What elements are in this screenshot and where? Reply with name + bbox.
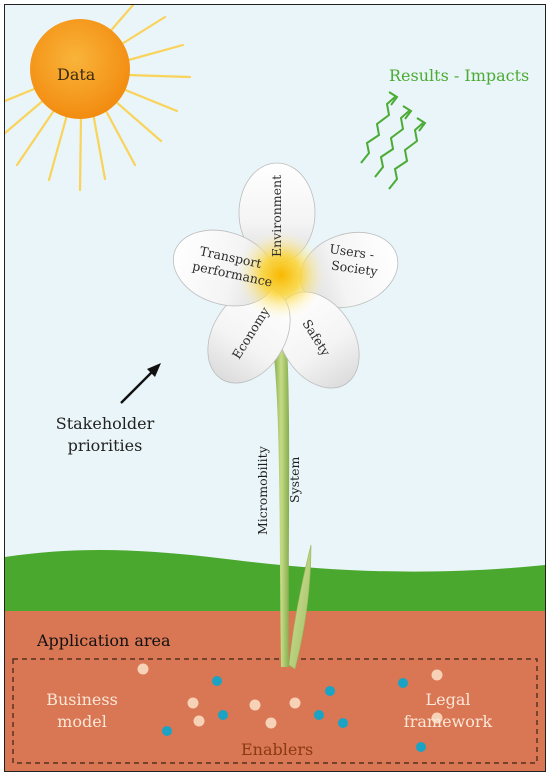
business-model-label: Business model (46, 690, 118, 731)
dot-peach (431, 669, 443, 681)
sun-icon (30, 19, 130, 119)
dot-peach (289, 697, 301, 709)
petal-label-users-society: Users - Society (326, 241, 381, 279)
dot-peach (249, 699, 261, 711)
flower-center (237, 231, 325, 319)
dot-peach (193, 715, 205, 727)
application-area-label: Application area (37, 631, 171, 650)
stem-label-micromobility: Micromobility (255, 445, 270, 535)
legal-framework-label: Legal framework (403, 690, 493, 731)
dot-peach (431, 712, 443, 724)
results-impacts-label: Results - Impacts (389, 66, 530, 85)
stem (273, 345, 290, 667)
sun-label: Data (57, 65, 96, 84)
flower-diagram: Environment Users - Society Safety Econo… (5, 5, 545, 771)
dot-teal (416, 742, 426, 752)
stakeholder-arrow-icon (120, 363, 161, 404)
enablers-label: Enablers (241, 740, 314, 759)
dot-teal (325, 686, 335, 696)
diagram-frame: Environment Users - Society Safety Econo… (4, 4, 546, 772)
leaf (288, 544, 312, 670)
enablers-box (12, 658, 538, 764)
dot-teal (162, 726, 172, 736)
grass-hill (5, 549, 545, 615)
stem-label-system: System (287, 457, 302, 503)
dot-teal (218, 710, 228, 720)
dot-teal (338, 718, 348, 728)
dot-peach (137, 663, 149, 675)
stakeholder-priorities-label: Stakeholder priorities (55, 414, 155, 455)
sun-rays (5, 5, 192, 192)
petal-label-environment: Environment (269, 175, 284, 257)
dot-teal (398, 678, 408, 688)
enabler-dots (137, 663, 443, 752)
dot-peach (265, 717, 277, 729)
dot-teal (314, 710, 324, 720)
results-arrows-icon (360, 91, 427, 190)
dot-peach (187, 697, 199, 709)
soil (5, 611, 545, 771)
dot-teal (212, 676, 222, 686)
